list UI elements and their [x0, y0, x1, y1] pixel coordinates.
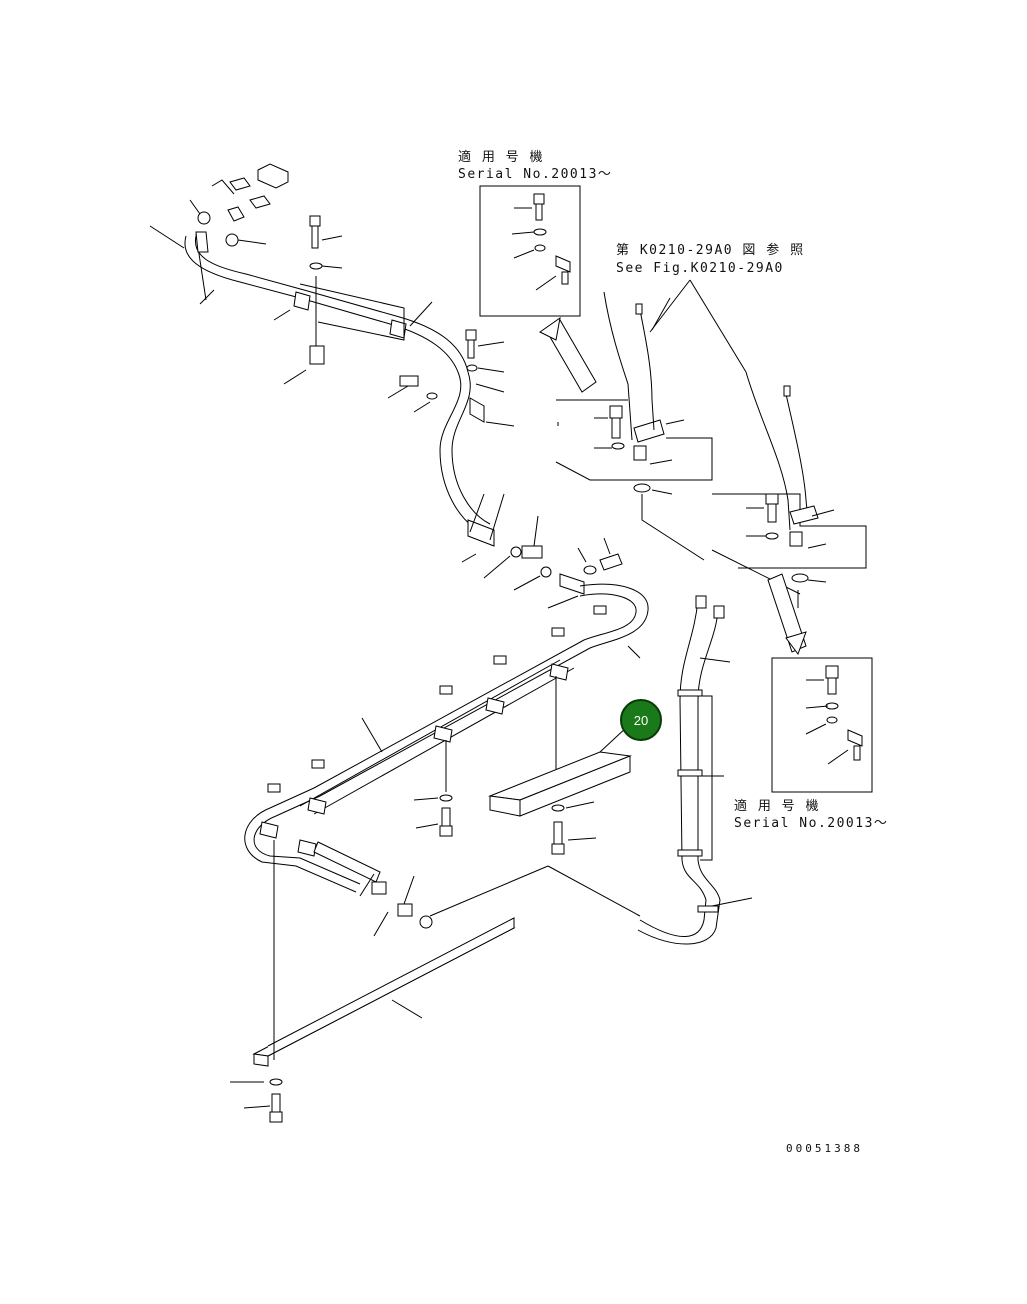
figure-reference-jp: 第 K0210-29A0 図 参 照 [616, 243, 805, 258]
lower-bracket-plate [230, 840, 516, 1123]
lower-hose-run [244, 583, 649, 893]
mid-clamp-fittings [461, 493, 623, 609]
serial-number-right: Serial No.20013～ [734, 816, 889, 831]
applicable-serial-heading-top-jp: 適 用 号 機 [458, 150, 544, 165]
drawing-number: 00051388 [786, 1142, 863, 1155]
reference-hoses-top [603, 291, 671, 441]
mid-bolt-stack [387, 329, 515, 427]
upper-hose-run [184, 231, 491, 531]
reference-box-mid [555, 399, 713, 561]
lower-fittings [313, 841, 549, 937]
serial-box-top [479, 185, 597, 393]
applicable-serial-heading-right-jp: 適 用 号 機 [734, 799, 820, 814]
serial-box-right [771, 657, 873, 793]
lower-bolts [413, 676, 597, 855]
serial-number-top: Serial No.20013～ [458, 167, 613, 182]
part-number-badge[interactable]: 20 [620, 699, 662, 741]
upper-left-fittings [149, 163, 289, 249]
figure-reference-en: See Fig.K0210-29A0 [616, 261, 784, 276]
upper-bolt-stack [283, 215, 405, 385]
saddle-blocks [267, 605, 607, 793]
cover-plate [488, 725, 632, 817]
reference-hoses-right [649, 279, 867, 656]
right-vertical-hoses [547, 595, 753, 945]
